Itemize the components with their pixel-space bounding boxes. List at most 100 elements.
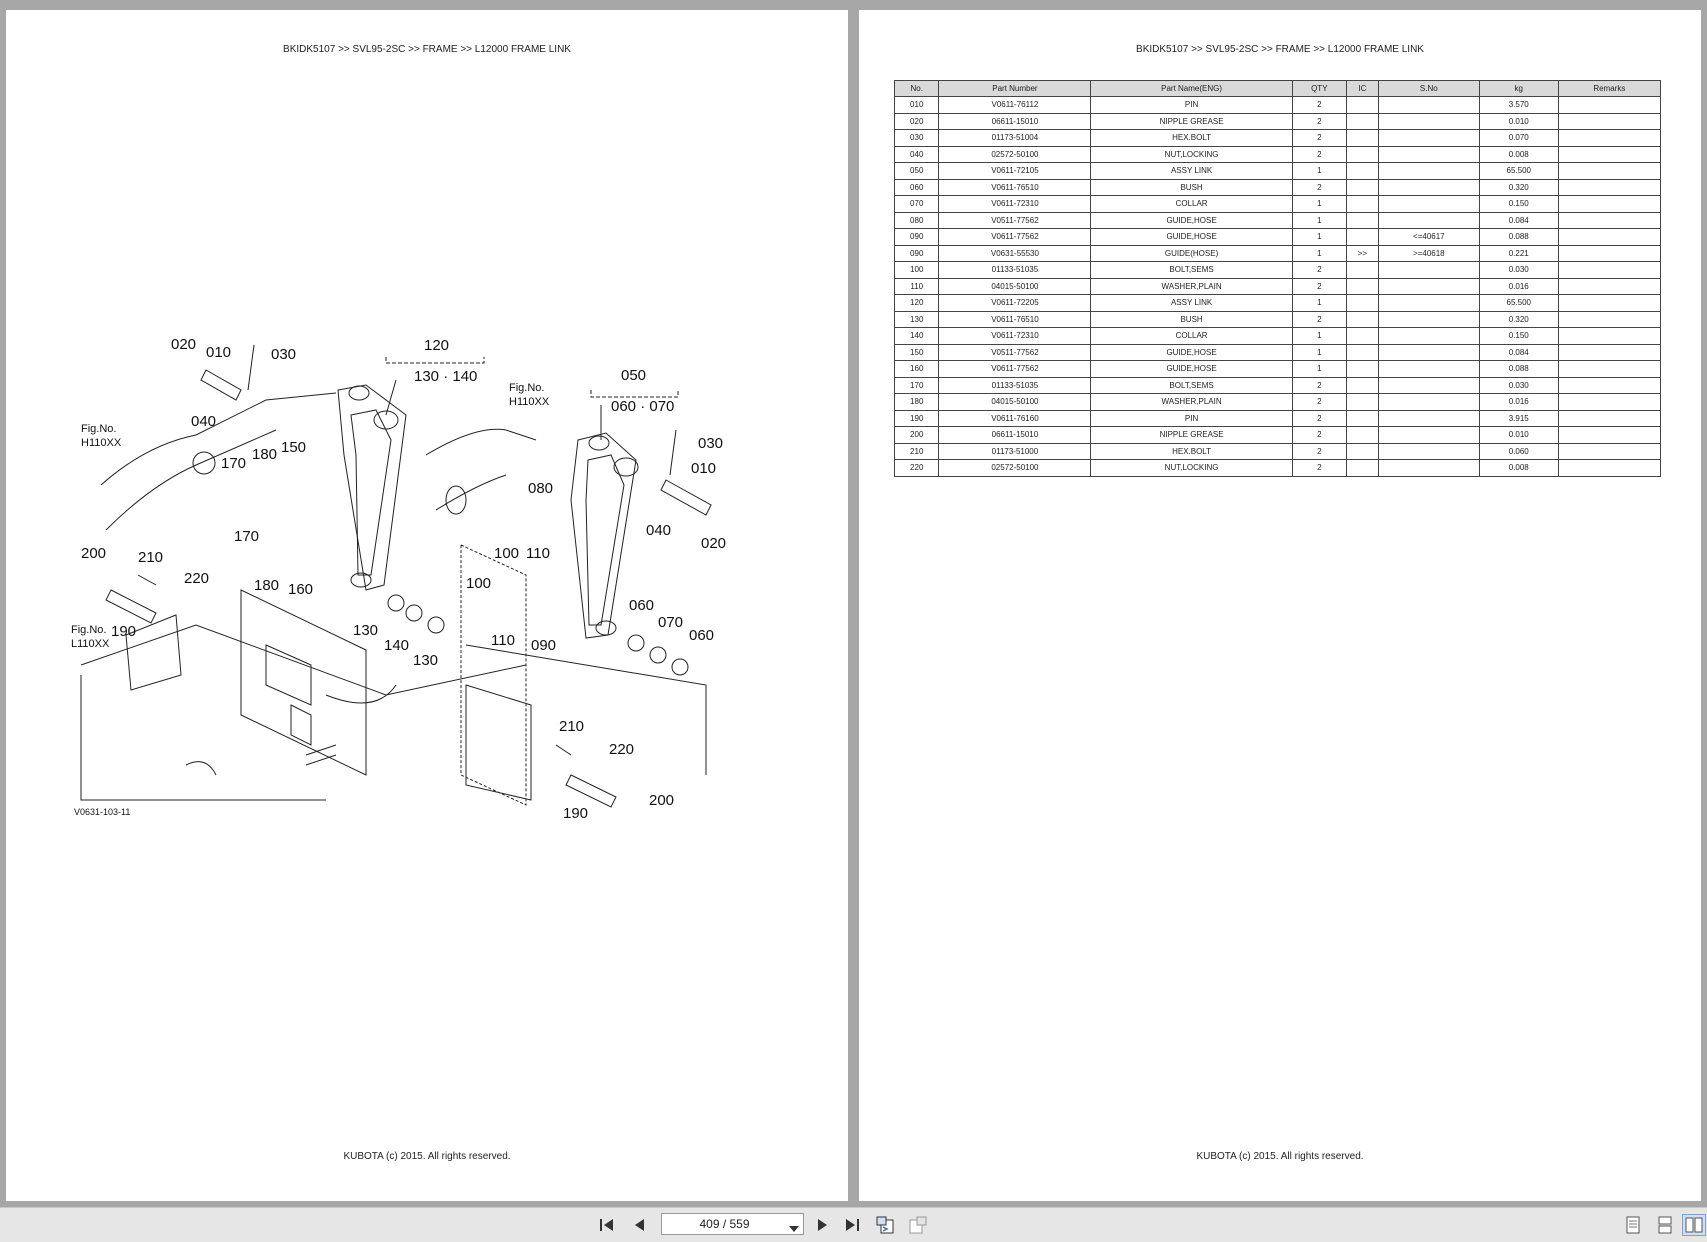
page-footer: KUBOTA (c) 2015. All rights reserved.	[343, 1151, 511, 1162]
table-cell: 090	[893, 244, 940, 262]
continuous-page-icon[interactable]	[1655, 1215, 1675, 1235]
table-cell	[1557, 96, 1662, 114]
table-cell: 060	[893, 178, 940, 196]
svg-text:130: 130	[353, 622, 378, 639]
table-cell: 2	[1291, 96, 1347, 114]
table-cell: NIPPLE GREASE	[1090, 426, 1293, 444]
table-cell: 0.008	[1478, 459, 1559, 477]
facing-pages-icon[interactable]	[1682, 1214, 1706, 1236]
svg-text:200: 200	[81, 545, 106, 562]
table-cell	[1345, 162, 1379, 180]
table-cell	[1345, 195, 1379, 213]
table-cell: V0611-77562	[938, 360, 1092, 378]
svg-text:060: 060	[689, 627, 714, 644]
first-page-icon[interactable]	[597, 1215, 617, 1235]
table-cell: 2	[1291, 145, 1347, 163]
table-cell: 3.570	[1478, 96, 1559, 114]
table-cell: WASHER,PLAIN	[1090, 393, 1293, 411]
table-cell: 04015-50100	[938, 277, 1092, 295]
svg-text:040: 040	[191, 413, 216, 430]
table-cell: 2	[1291, 409, 1347, 427]
table-cell: 0.060	[1478, 442, 1559, 460]
table-cell: 180	[893, 393, 940, 411]
table-cell: HEX.BOLT	[1090, 129, 1293, 147]
previous-page-icon[interactable]	[630, 1215, 650, 1235]
table-cell: 0.016	[1478, 393, 1559, 411]
table-cell	[1345, 129, 1379, 147]
previous-view-icon[interactable]	[875, 1215, 895, 1235]
column-header: QTY	[1291, 80, 1347, 97]
table-cell	[1345, 178, 1379, 196]
table-cell: 150	[893, 343, 940, 361]
table-cell: 1	[1291, 211, 1347, 229]
svg-text:150: 150	[281, 439, 306, 456]
table-cell: 050	[893, 162, 940, 180]
column-header: IC	[1345, 80, 1379, 97]
table-cell: NUT,LOCKING	[1090, 459, 1293, 477]
table-cell	[1377, 426, 1480, 444]
table-cell: V0511-77562	[938, 343, 1092, 361]
page-number-field[interactable]	[661, 1213, 804, 1235]
table-cell	[1557, 426, 1662, 444]
svg-text:210: 210	[138, 549, 163, 566]
svg-text:170: 170	[221, 455, 246, 472]
table-cell	[1345, 343, 1379, 361]
table-cell	[1377, 96, 1480, 114]
svg-text:170: 170	[234, 528, 259, 545]
svg-text:010: 010	[206, 344, 231, 361]
table-cell	[1345, 442, 1379, 460]
column-header: No.	[893, 80, 940, 97]
svg-text:160: 160	[288, 581, 313, 598]
chevron-down-icon[interactable]	[789, 1220, 799, 1238]
table-cell: V0611-76160	[938, 409, 1092, 427]
table-cell	[1377, 162, 1480, 180]
table-cell	[1377, 376, 1480, 394]
table-cell: 210	[893, 442, 940, 460]
table-cell: COLLAR	[1090, 327, 1293, 345]
table-header-row: No. Part Number Part Name(ENG) QTY IC S.…	[893, 80, 1662, 97]
svg-text:130: 130	[413, 652, 438, 669]
svg-text:030: 030	[698, 435, 723, 452]
table-cell: GUIDE(HOSE)	[1090, 244, 1293, 262]
group-050-items: 060 · 070	[611, 398, 674, 415]
table-cell: ASSY LINK	[1090, 162, 1293, 180]
table-cell	[1377, 459, 1480, 477]
svg-text:100: 100	[494, 545, 519, 562]
svg-text:030: 030	[271, 346, 296, 363]
next-view-icon[interactable]	[908, 1215, 928, 1235]
next-page-icon[interactable]	[812, 1215, 832, 1235]
svg-text:020: 020	[171, 336, 196, 353]
table-cell	[1345, 409, 1379, 427]
table-cell	[1377, 294, 1480, 312]
single-page-icon[interactable]	[1623, 1215, 1643, 1235]
table-cell	[1345, 426, 1379, 444]
svg-text:H110XX: H110XX	[509, 396, 550, 408]
last-page-icon[interactable]	[842, 1215, 862, 1235]
table-cell: 0.030	[1478, 261, 1559, 279]
table-cell	[1377, 277, 1480, 295]
table-cell: 0.030	[1478, 376, 1559, 394]
svg-text:110: 110	[526, 545, 550, 562]
group-120-items: 130 · 140	[414, 368, 477, 385]
table-cell	[1557, 310, 1662, 328]
table-cell	[1377, 409, 1480, 427]
table-cell	[1345, 376, 1379, 394]
table-cell	[1377, 178, 1480, 196]
table-cell	[1377, 310, 1480, 328]
svg-text:180: 180	[254, 577, 279, 594]
table-cell: BOLT,SEMS	[1090, 376, 1293, 394]
table-cell	[1345, 393, 1379, 411]
table-cell: V0611-76112	[938, 96, 1092, 114]
table-cell: 65.500	[1478, 162, 1559, 180]
table-cell	[1557, 393, 1662, 411]
table-cell	[1377, 442, 1480, 460]
